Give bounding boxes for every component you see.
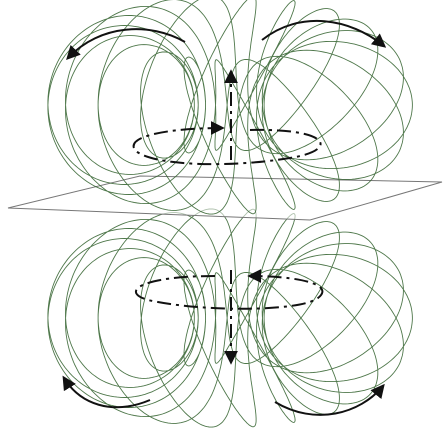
plane-outline <box>7 175 443 221</box>
upper-field-arrows <box>66 19 387 166</box>
midplane-sheet <box>7 175 443 221</box>
curved-arrow-icon <box>62 375 151 409</box>
lower-toroidal-coil <box>47 208 413 428</box>
curved-arrow-icon <box>66 28 186 61</box>
ring-arrow <box>132 121 322 166</box>
coil-winding <box>47 208 413 428</box>
lower-field-arrows <box>62 269 385 416</box>
upper-toroidal-coil <box>47 0 413 215</box>
curved-arrow-icon <box>274 383 385 416</box>
coil-winding <box>47 0 413 215</box>
ring-arrow <box>135 269 324 310</box>
curved-arrow-icon <box>261 19 387 48</box>
